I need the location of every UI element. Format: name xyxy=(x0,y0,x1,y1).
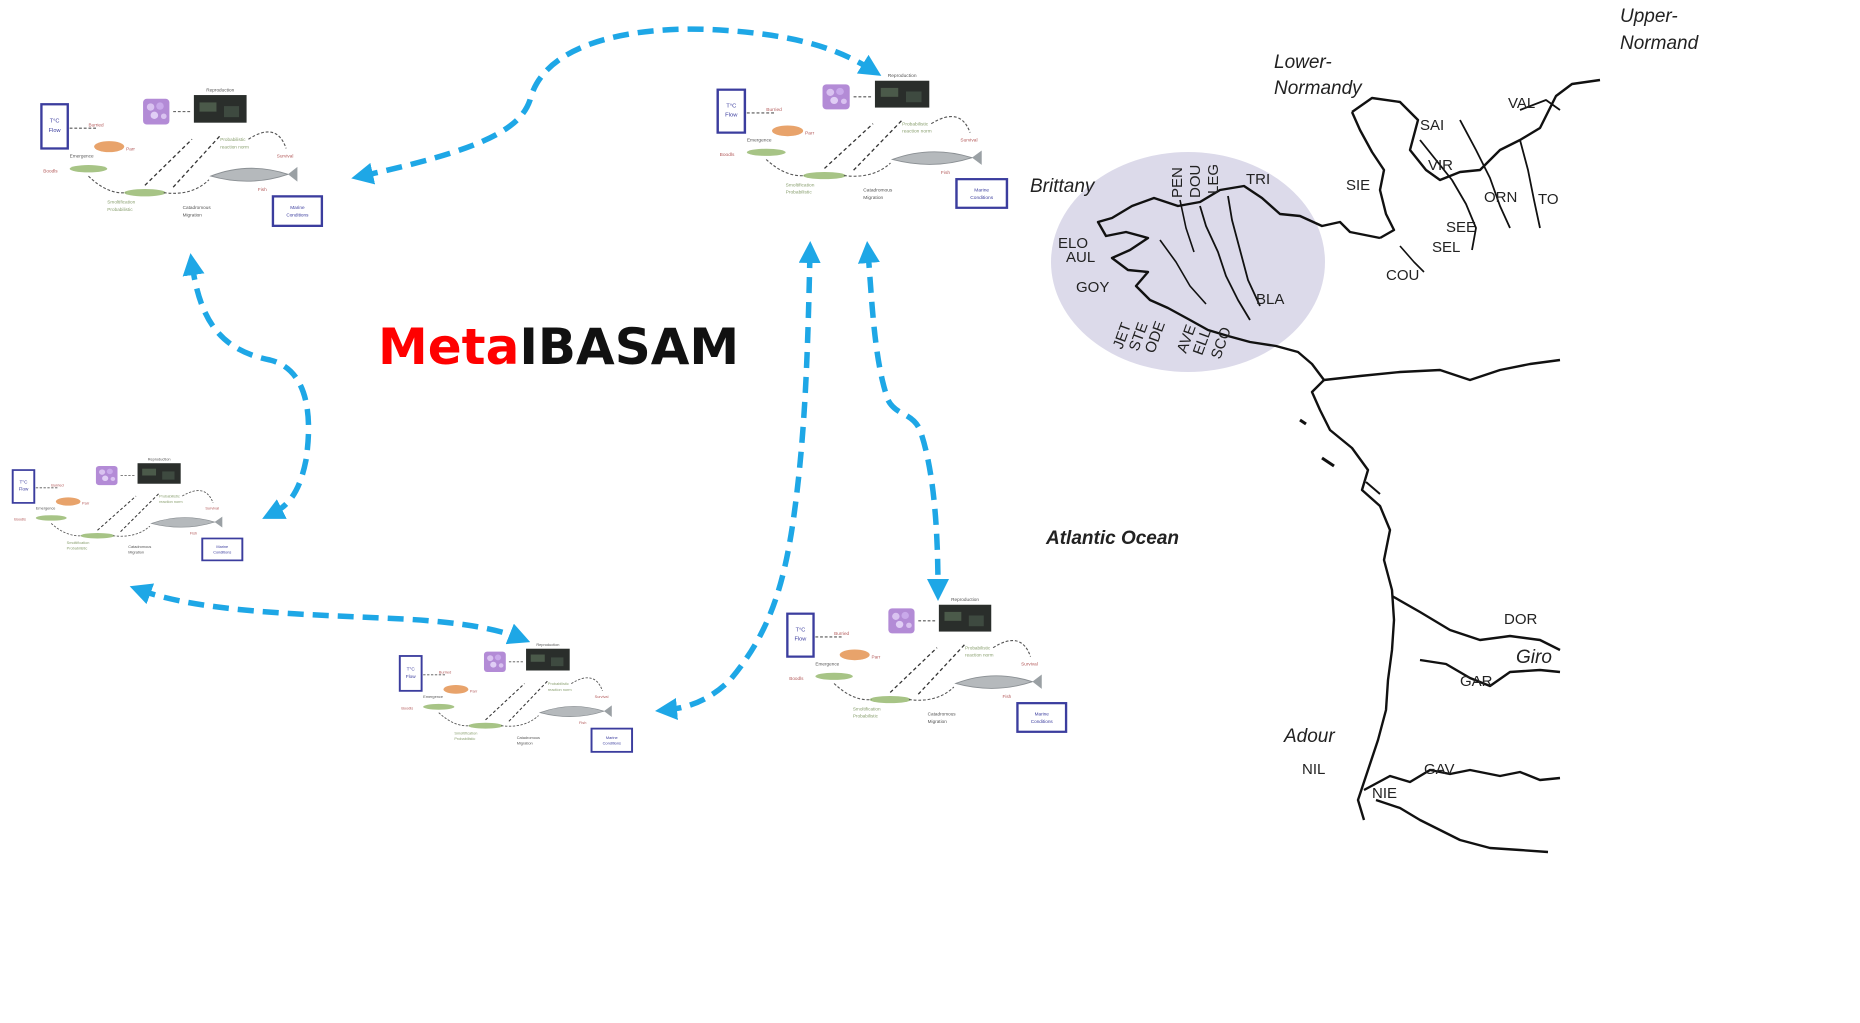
label-lower-normandy-1: Lower- xyxy=(1274,52,1332,73)
label-lower-normandy-2: Normandy xyxy=(1274,78,1363,99)
arrow-topcenter-bottomcenter xyxy=(655,241,821,720)
river-elo: ELO xyxy=(1058,235,1088,252)
river-aul: AUL xyxy=(1066,249,1095,266)
river-leg: LEG xyxy=(1205,164,1222,194)
river-cou: COU xyxy=(1386,267,1419,284)
arrow-topleft-topcenter xyxy=(351,26,882,185)
label-brittany: Brittany xyxy=(1030,176,1096,197)
river-gav: GAV xyxy=(1424,761,1455,778)
river-to: TO xyxy=(1538,191,1559,208)
river-pen: PEN xyxy=(1169,167,1186,198)
river-dor: DOR xyxy=(1504,611,1538,628)
label-atlantic-ocean: Atlantic Ocean xyxy=(1045,528,1179,549)
france-coast-map: Upper- Normand Lower- Normandy Brittany … xyxy=(1030,6,1700,854)
river-see: SEE xyxy=(1446,219,1476,236)
river-val: VAL xyxy=(1508,95,1535,112)
label-upper-normandy-2: Normand xyxy=(1620,33,1700,54)
river-orn: ORN xyxy=(1484,189,1517,206)
river-sel: SEL xyxy=(1432,239,1460,256)
river-bla: BLA xyxy=(1256,291,1284,308)
river-nil: NIL xyxy=(1302,761,1325,778)
arrow-topcenter-bottomright xyxy=(857,241,949,601)
river-goy: GOY xyxy=(1076,279,1109,296)
river-sai: SAI xyxy=(1420,117,1444,134)
river-tri: TRI xyxy=(1246,171,1270,188)
river-gar: GAR xyxy=(1460,673,1493,690)
label-adour: Adour xyxy=(1283,726,1335,747)
river-nie: NIE xyxy=(1372,785,1397,802)
label-upper-normandy-1: Upper- xyxy=(1620,6,1678,27)
arrow-left-bottomcenter xyxy=(129,583,531,645)
arrow-topleft-left xyxy=(182,253,312,519)
label-gironde: Giro xyxy=(1516,647,1552,668)
river-sie: SIE xyxy=(1346,177,1370,194)
brittany-highlight xyxy=(1051,152,1325,372)
river-vir: VIR xyxy=(1428,157,1453,174)
river-dou: DOU xyxy=(1187,165,1204,198)
title-meta: Meta xyxy=(378,318,520,376)
